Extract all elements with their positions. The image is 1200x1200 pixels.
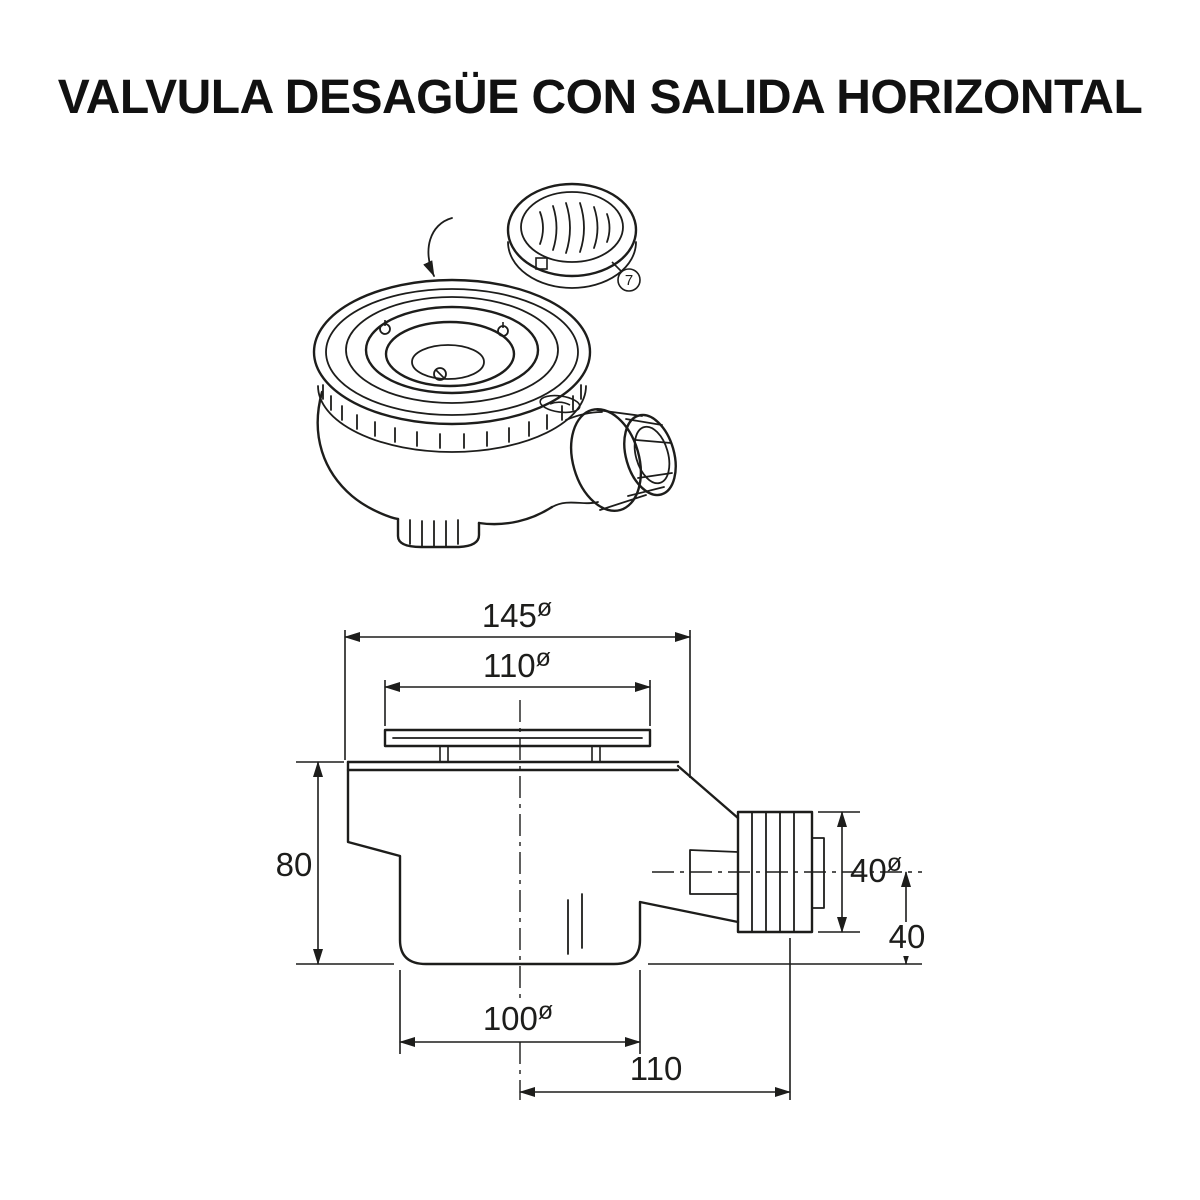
flange-ring-4 <box>364 305 540 395</box>
body-right-outline <box>477 505 554 526</box>
valve-body-3d <box>312 278 677 549</box>
dimension-outlet-drop: 40 <box>648 871 930 965</box>
nut-grip-ribs <box>625 418 673 497</box>
body-top-band <box>346 760 680 772</box>
section-view: 145ø 110ø 80 40ø <box>276 594 930 1100</box>
flange-ring-3 <box>345 296 559 404</box>
outlet-nut-3d <box>569 407 677 513</box>
cap-outer-rim <box>506 182 638 278</box>
dimension-outlet-offset: 110 <box>519 938 791 1100</box>
plate-outline <box>383 728 652 748</box>
dim-80-label: 80 <box>276 846 313 883</box>
collar-lower-edge <box>317 385 587 453</box>
flange-ring-2 <box>325 288 579 416</box>
dimension-plate-width: 110ø <box>384 644 651 726</box>
cap-grate-slots <box>539 202 611 254</box>
inner-dome <box>411 344 485 380</box>
dim-100-label: 100ø <box>483 997 553 1037</box>
plate-screw-left <box>439 745 449 763</box>
body-outline <box>346 760 740 966</box>
callout-number: 7 <box>625 272 633 289</box>
dimension-overall-width: 145ø <box>344 594 691 778</box>
outlet-cone-top-line <box>676 764 740 820</box>
nut-bottom-edge <box>599 494 647 511</box>
dim-110-bottom-label: 110 <box>630 1050 683 1087</box>
inner-weir <box>567 893 583 955</box>
callout-leader <box>611 261 623 273</box>
dim-110-top-label: 110ø <box>483 644 551 684</box>
brand-badge-mark <box>549 401 571 406</box>
cap-side-wall <box>507 241 637 289</box>
nut-ribs <box>751 811 795 933</box>
nut-top-edge <box>596 409 643 417</box>
center-screw <box>433 367 447 381</box>
cap-inner-rim <box>520 191 624 263</box>
dimension-outlet-diameter: 40ø <box>818 811 902 933</box>
assembly-arrow <box>423 217 453 277</box>
outlet-bore <box>689 849 739 895</box>
plate-screw-right <box>591 745 601 763</box>
outlet-cone-bottom <box>551 501 599 508</box>
nut-back-ring <box>569 407 643 513</box>
body-foot <box>396 517 481 549</box>
cap-detail-square <box>535 257 548 270</box>
cover-plate <box>383 728 652 763</box>
trap-body-section <box>346 760 825 966</box>
nut-end-collar <box>811 837 825 909</box>
flange-outer-ring <box>312 278 592 426</box>
dim-145-label: 145ø <box>482 594 552 634</box>
label-backdrop <box>476 1002 564 1036</box>
strainer-cap: 7 <box>506 182 641 292</box>
body-left-outline <box>316 390 400 521</box>
dimension-cup-width: 100ø <box>399 970 641 1054</box>
callout-circle <box>617 268 641 292</box>
page-title: VALVULA DESAGÜE CON SALIDA HORIZONTAL <box>57 71 1143 124</box>
nut-bore <box>633 425 671 485</box>
label-backdrop <box>884 922 930 956</box>
inner-bowl <box>384 320 516 388</box>
foot-ribs <box>409 519 459 547</box>
dim-40-dia-label: 40ø <box>850 849 902 889</box>
center-screw-slot <box>435 369 445 379</box>
dim-40-drop-label: 40 <box>889 918 926 955</box>
collar-thread-ticks <box>322 384 582 449</box>
brand-badge <box>539 394 581 414</box>
dimension-body-height: 80 <box>276 761 394 965</box>
perspective-view: 7 <box>312 182 677 549</box>
